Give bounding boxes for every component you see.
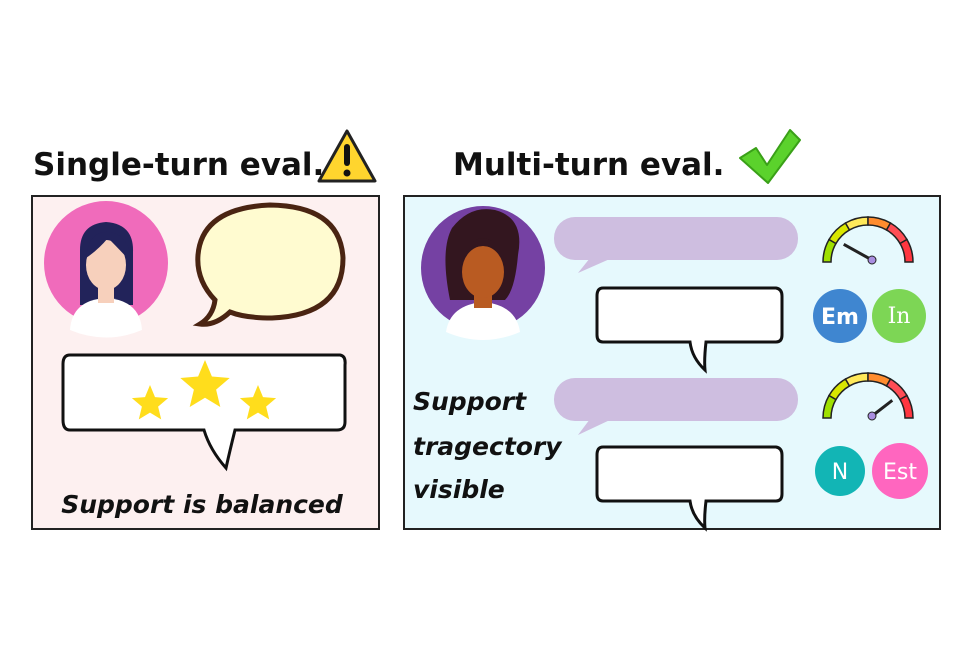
- svg-text:N: N: [832, 460, 848, 485]
- response-bubble-1: [595, 286, 784, 374]
- gauge-hub: [867, 255, 877, 265]
- user-message-bubble-2: [554, 378, 798, 435]
- response-bubble-2: [595, 445, 784, 532]
- checkmark-icon: [739, 129, 801, 184]
- star-icon: [239, 385, 277, 420]
- gauge-needle: [843, 243, 873, 262]
- rating-stars: [131, 360, 277, 420]
- star-icon: [180, 360, 230, 407]
- single-turn-caption: Support is balanced: [61, 490, 344, 519]
- svg-text:Est: Est: [883, 460, 917, 485]
- gauge-segment: [899, 394, 914, 419]
- caption-line-1: Support: [413, 387, 527, 416]
- caption-line-3: visible: [413, 475, 505, 504]
- caption-line-2: tragectory: [413, 432, 563, 461]
- response-speech-bubble: [192, 202, 346, 327]
- support-gauge-1: [822, 216, 914, 265]
- strategy-badge-in: In: [872, 289, 926, 343]
- multi-turn-title: Multi-turn eval.: [453, 147, 724, 183]
- rating-speech-bubble: [61, 353, 347, 472]
- gauge-segment: [899, 238, 914, 263]
- single-turn-title: Single-turn eval.: [33, 147, 324, 183]
- strategy-badge-est: Est: [872, 443, 928, 499]
- gauge-hub: [867, 411, 877, 421]
- user-avatar: [421, 206, 545, 340]
- support-gauge-2: [822, 372, 914, 421]
- star-icon: [131, 385, 169, 420]
- svg-text:Em: Em: [821, 305, 859, 330]
- warning-icon: [317, 129, 377, 183]
- strategy-badge-n: N: [815, 446, 865, 496]
- strategy-badge-em: Em: [813, 289, 867, 343]
- user-message-bubble-1: [554, 217, 798, 273]
- user-avatar-female: [44, 201, 168, 338]
- svg-text:In: In: [888, 304, 911, 329]
